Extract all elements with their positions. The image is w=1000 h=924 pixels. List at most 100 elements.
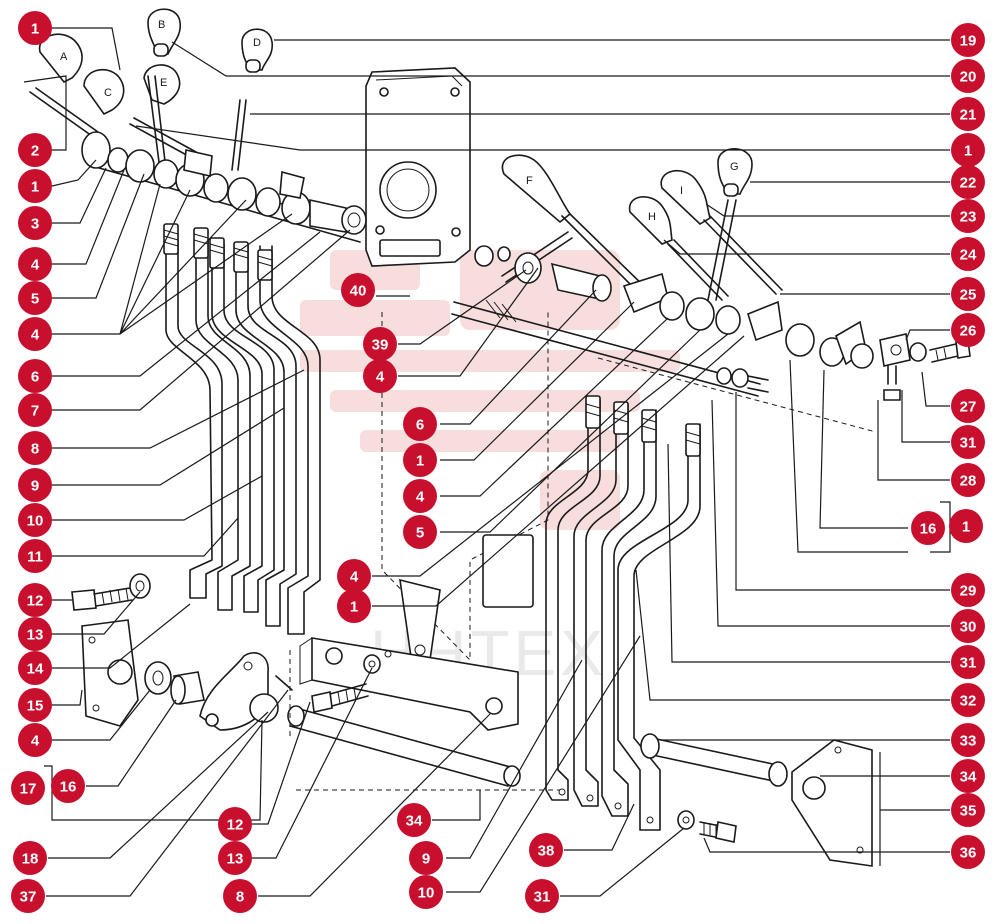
callout-number: 23 xyxy=(960,209,977,226)
callout-number: 31 xyxy=(960,655,977,672)
callout-number: 17 xyxy=(20,781,37,798)
callout-number: 8 xyxy=(31,441,39,458)
callout-c3: 3 xyxy=(18,206,52,240)
callout-c4f: 4 xyxy=(337,559,371,593)
callout-circle xyxy=(951,645,985,679)
callout-number: 26 xyxy=(960,323,977,340)
callout-circle xyxy=(18,359,52,393)
callout-c34b: 34 xyxy=(951,759,985,793)
callout-number: 32 xyxy=(960,693,977,710)
callout-circle xyxy=(951,463,985,497)
callout-c29: 29 xyxy=(951,573,985,607)
callout-circle xyxy=(18,133,52,167)
callout-circle xyxy=(18,583,52,617)
callout-c31c: 31 xyxy=(951,645,985,679)
callout-number: 21 xyxy=(960,107,977,124)
callout-circle xyxy=(18,393,52,427)
callout-circle xyxy=(51,769,85,803)
callout-circle xyxy=(951,389,985,423)
callout-number: 4 xyxy=(31,257,40,274)
callout-circle xyxy=(951,165,985,199)
knob-i: I xyxy=(660,170,711,225)
left-shaft-stack xyxy=(81,131,367,243)
callout-circle xyxy=(403,479,437,513)
left-lever-knobs: A C B D E xyxy=(29,8,274,171)
knob-i-letter: I xyxy=(680,185,683,197)
callout-c7: 7 xyxy=(18,393,52,427)
knob-f: F xyxy=(501,154,572,224)
knob-d-letter: D xyxy=(253,37,261,49)
callout-circle xyxy=(951,683,985,717)
callout-c4c: 4 xyxy=(18,723,52,757)
callout-circle xyxy=(18,247,52,281)
callout-c1e: 1 xyxy=(951,133,985,167)
callout-number: 16 xyxy=(920,521,937,538)
callout-number: 15 xyxy=(27,698,44,715)
callout-circle xyxy=(951,199,985,233)
callout-number: 28 xyxy=(960,473,977,490)
callout-c2: 2 xyxy=(18,133,52,167)
knob-g-letter: G xyxy=(730,161,739,173)
callout-c32: 32 xyxy=(951,683,985,717)
callout-number: 37 xyxy=(20,889,37,906)
callout-c10b: 10 xyxy=(409,875,443,909)
callout-circle xyxy=(951,133,985,167)
callout-circle xyxy=(911,511,945,545)
knob-c: C xyxy=(83,68,125,116)
callout-circle xyxy=(18,11,52,45)
callout-c15: 15 xyxy=(18,688,52,722)
callout-c22: 22 xyxy=(951,165,985,199)
callout-c20: 20 xyxy=(951,59,985,93)
callout-number: 9 xyxy=(31,478,39,495)
callout-circle xyxy=(409,841,443,875)
callout-number: 13 xyxy=(227,851,244,868)
callout-circle xyxy=(18,723,52,757)
right-end-plate xyxy=(640,733,873,867)
callout-number: 4 xyxy=(31,327,40,344)
callout-c6a: 6 xyxy=(18,359,52,393)
callout-c12a: 12 xyxy=(18,583,52,617)
callout-number: 1 xyxy=(416,453,424,470)
callout-c13b: 13 xyxy=(218,841,252,875)
callout-c17: 17 xyxy=(11,771,45,805)
callout-circle xyxy=(18,431,52,465)
right-lever-bank: F G I H xyxy=(451,148,971,433)
callout-number: 1 xyxy=(31,179,39,196)
callout-number: 13 xyxy=(27,627,44,644)
callout-c1c: 1 xyxy=(403,443,437,477)
callout-circle xyxy=(18,617,52,651)
callout-circle xyxy=(397,803,431,837)
callout-c5b: 5 xyxy=(403,515,437,549)
callout-c1b: 1 xyxy=(18,169,52,203)
callout-c9a: 9 xyxy=(18,468,52,502)
callout-circle xyxy=(409,875,443,909)
callout-circle xyxy=(951,59,985,93)
callout-circle xyxy=(403,407,437,441)
callout-circle xyxy=(18,503,52,537)
callout-c21: 21 xyxy=(951,97,985,131)
callout-c4d: 4 xyxy=(363,359,397,393)
callout-circle xyxy=(951,835,985,869)
callout-circle xyxy=(363,327,397,361)
callout-circle xyxy=(403,515,437,549)
callout-number: 4 xyxy=(350,569,359,586)
callout-c35: 35 xyxy=(951,793,985,827)
callout-c37: 37 xyxy=(11,879,45,913)
callout-c16b: 16 xyxy=(911,511,945,545)
right-linkage-rods xyxy=(545,395,701,831)
callout-number: 8 xyxy=(236,889,244,906)
callout-circle xyxy=(529,833,563,867)
callout-c31b: 31 xyxy=(951,425,985,459)
callout-circle xyxy=(951,573,985,607)
callout-number: 12 xyxy=(27,593,44,610)
callout-number: 2 xyxy=(31,143,39,160)
callout-number: 7 xyxy=(31,403,39,420)
callout-number: 1 xyxy=(962,519,970,536)
callout-number: 5 xyxy=(416,525,424,542)
callout-circle xyxy=(337,589,371,623)
callout-number: 34 xyxy=(406,813,423,830)
callout-c4b: 4 xyxy=(18,317,52,351)
callout-c11: 11 xyxy=(18,539,52,573)
callout-circle xyxy=(223,879,257,913)
callout-circle xyxy=(18,317,52,351)
